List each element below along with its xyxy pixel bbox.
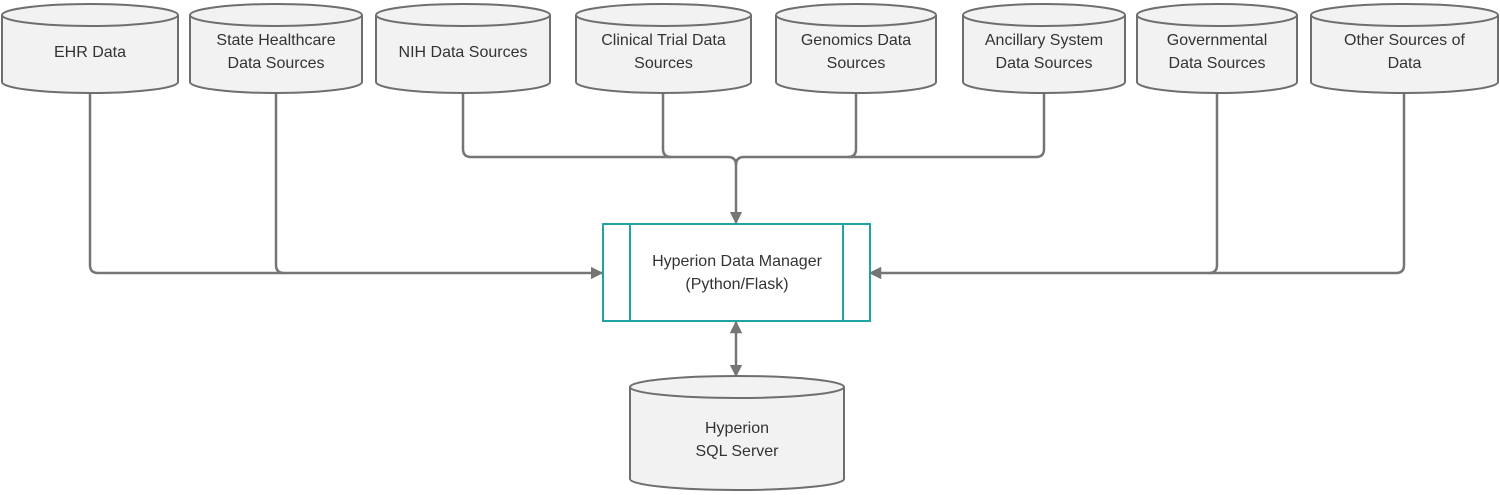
source-label-line: Governmental xyxy=(1166,32,1268,49)
source-label-line: Clinical Trial Data xyxy=(601,32,726,49)
source-label-line: NIH Data Sources xyxy=(398,44,528,61)
source-cylinder-state-healthcare xyxy=(189,3,363,94)
connector-other xyxy=(868,92,1406,280)
connector-state-healthcare xyxy=(274,92,285,275)
source-cylinder-other xyxy=(1310,3,1499,94)
source-label-line: Data xyxy=(1387,55,1422,72)
source-label-governmental: Governmental Data Sources xyxy=(1137,29,1297,75)
source-label-other: Other Sources of Data xyxy=(1311,29,1498,75)
source-cylinder-clinical-trial xyxy=(575,3,752,94)
source-label-line: Genomics Data xyxy=(800,32,912,49)
source-label-line: Sources xyxy=(826,55,886,72)
source-label-ehr-data: EHR Data xyxy=(2,41,178,64)
source-label-line: EHR Data xyxy=(53,44,127,61)
connector-genomics xyxy=(734,92,858,166)
source-label-line: Data Sources xyxy=(995,55,1093,72)
connector-ehr xyxy=(88,92,604,280)
source-label-ancillary: Ancillary System Data Sources xyxy=(963,29,1125,75)
data-manager-subtitle: (Python/Flask) xyxy=(685,276,789,293)
source-label-clinical-trial: Clinical Trial Data Sources xyxy=(576,29,751,75)
source-cylinder-ancillary xyxy=(962,3,1126,94)
source-label-genomics: Genomics Data Sources xyxy=(776,29,936,75)
source-label-line: Data Sources xyxy=(1168,55,1266,72)
database-label: Hyperion SQL Server xyxy=(632,417,842,463)
data-manager-process xyxy=(602,223,871,322)
database-subtitle: SQL Server xyxy=(695,443,779,460)
source-cylinder-genomics xyxy=(775,3,937,94)
source-cylinder-nih xyxy=(375,3,551,94)
connector-nih xyxy=(461,92,743,225)
data-manager-label: Hyperion Data Manager (Python/Flask) xyxy=(632,250,842,296)
connector-ancillary xyxy=(848,92,1046,159)
database-title: Hyperion xyxy=(704,420,770,437)
source-label-state-healthcare: State Healthcare Data Sources xyxy=(190,29,362,75)
connector-clinical-trial xyxy=(661,92,672,159)
source-label-line: Sources xyxy=(634,55,693,72)
source-label-line: Data Sources xyxy=(227,55,325,72)
source-label-line: Other Sources of xyxy=(1344,32,1465,49)
data-manager-title: Hyperion Data Manager xyxy=(652,253,822,270)
source-label-line: Ancillary System xyxy=(984,32,1104,49)
source-cylinder-governmental xyxy=(1136,3,1298,94)
source-cylinder-ehr-data xyxy=(0,3,179,94)
source-label-line: State Healthcare xyxy=(216,32,336,49)
hyperion-sql-server-cylinder xyxy=(629,375,845,491)
connector-governmental xyxy=(1208,92,1219,275)
source-label-nih: NIH Data Sources xyxy=(376,41,550,64)
